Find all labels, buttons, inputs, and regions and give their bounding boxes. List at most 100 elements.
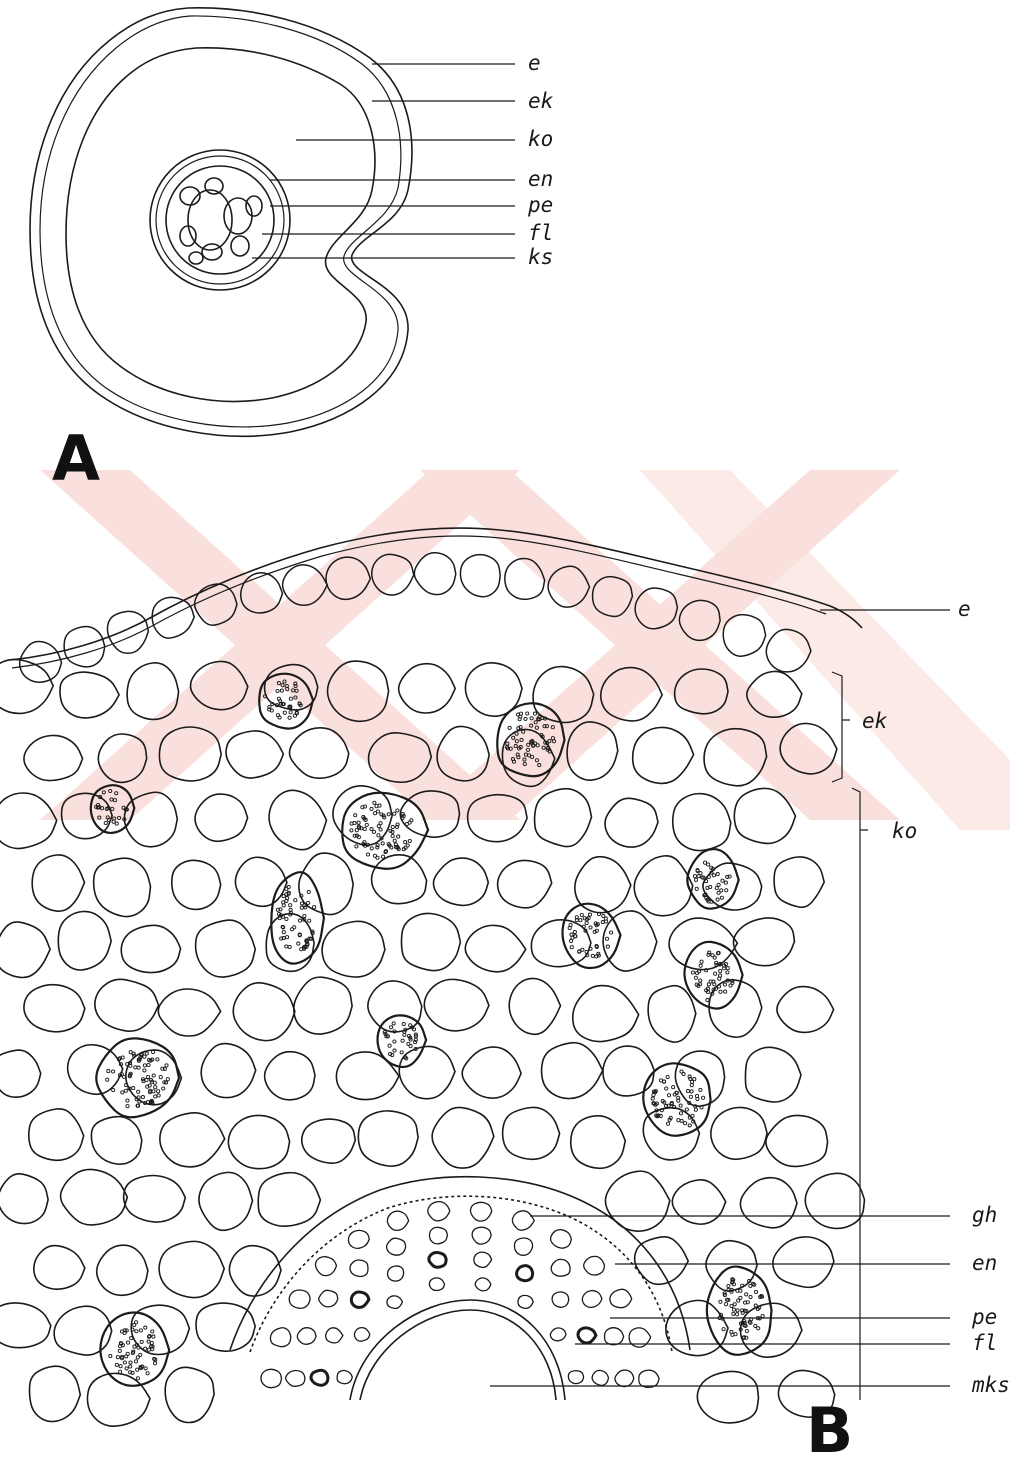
stele-cell bbox=[472, 1227, 491, 1244]
inclusion-dot bbox=[652, 1093, 655, 1096]
stele-cell bbox=[326, 1328, 343, 1343]
inclusion-dot bbox=[126, 1099, 129, 1102]
inclusion-dot bbox=[154, 1095, 157, 1098]
inclusion-dot bbox=[410, 819, 413, 822]
cortex-cell bbox=[666, 1300, 728, 1355]
inclusion-dot bbox=[724, 990, 727, 993]
inclusion-dot bbox=[136, 1368, 139, 1371]
inclusion-dot bbox=[381, 855, 384, 858]
inclusion-dot bbox=[714, 972, 717, 975]
inclusion-dot bbox=[570, 939, 573, 942]
cortex-cell bbox=[68, 1045, 123, 1095]
stele-cell bbox=[582, 1291, 602, 1308]
inclusion-dot bbox=[689, 1095, 692, 1098]
inclusion-dot bbox=[289, 904, 292, 907]
xylem-cell bbox=[351, 1292, 369, 1307]
inclusion-dot bbox=[119, 1370, 122, 1373]
inclusion-dot bbox=[115, 1363, 118, 1366]
cortex-cell bbox=[165, 1367, 214, 1422]
inclusion-dot bbox=[126, 1105, 129, 1108]
inclusion-dot bbox=[137, 1090, 140, 1093]
cortex-cell bbox=[201, 1044, 255, 1098]
panel-a-label-ko: ko bbox=[528, 127, 553, 151]
inclusion-dot bbox=[731, 981, 734, 984]
cortex-cell bbox=[0, 793, 57, 849]
cortex-cell bbox=[121, 925, 180, 972]
inclusion-dot bbox=[688, 1124, 691, 1127]
inclusion-dot bbox=[391, 825, 394, 828]
inclusion-dot bbox=[695, 887, 698, 890]
inclusion-dot bbox=[129, 1361, 132, 1364]
inclusion-dot bbox=[135, 1321, 138, 1324]
inclusion-dot bbox=[690, 1090, 693, 1093]
stele-cell bbox=[270, 1328, 290, 1347]
cortex-cell bbox=[32, 855, 84, 911]
inclusion-dot bbox=[691, 1114, 694, 1117]
epidermal-cell bbox=[152, 597, 194, 638]
cortex-cell bbox=[226, 731, 283, 778]
inclusion-dot bbox=[282, 904, 285, 907]
inclusion-dot bbox=[152, 1335, 155, 1338]
cortex-cell bbox=[302, 1119, 356, 1163]
cortex-cell bbox=[228, 1115, 289, 1168]
inclusion-dot bbox=[144, 1367, 147, 1370]
inclusion-dot bbox=[109, 1355, 112, 1358]
inclusion-dot bbox=[680, 1119, 683, 1122]
panel-a-letter: A bbox=[52, 422, 100, 495]
inclusion-dot bbox=[153, 1362, 156, 1365]
inclusion-dot bbox=[732, 1312, 735, 1315]
cortex-cell bbox=[95, 979, 159, 1031]
inclusion-dot bbox=[370, 847, 373, 850]
inclusion-dot bbox=[606, 945, 609, 948]
inclusion-dot bbox=[737, 1299, 740, 1302]
inclusion-dot bbox=[591, 954, 594, 957]
cortex-cell bbox=[294, 977, 352, 1034]
inclusion-dot bbox=[666, 1075, 669, 1078]
cortex-cell bbox=[0, 922, 50, 978]
cortex-cell bbox=[399, 664, 456, 713]
inclusion-dot bbox=[699, 872, 702, 875]
inclusion-dot bbox=[147, 1063, 150, 1066]
cortex-cell bbox=[61, 1169, 128, 1224]
stele-cell bbox=[429, 1227, 447, 1244]
cortex-cell bbox=[372, 855, 427, 904]
inclusion-dot bbox=[686, 1090, 689, 1093]
cortex-cell bbox=[196, 920, 256, 977]
panel-a-label-fl: fl bbox=[528, 221, 553, 245]
inclusion-dot bbox=[589, 926, 592, 929]
inclusion-dot bbox=[374, 812, 377, 815]
inclusion-dot bbox=[373, 801, 376, 804]
stele-cell bbox=[551, 1259, 570, 1276]
inclusion-dot bbox=[350, 829, 353, 832]
cortex-cell bbox=[675, 1051, 724, 1106]
inclusion-dot bbox=[691, 971, 694, 974]
inclusion-dot bbox=[690, 1084, 693, 1087]
inclusion-dot bbox=[143, 1064, 146, 1067]
inclusion-dot bbox=[150, 1341, 153, 1344]
inclusion-dot bbox=[104, 821, 107, 824]
inclusion-dot bbox=[665, 1087, 668, 1090]
inclusion-dot bbox=[353, 834, 356, 837]
inclusion-dot bbox=[379, 828, 382, 831]
cortex-cell bbox=[774, 857, 824, 907]
panel-a-label-pe: pe bbox=[527, 193, 553, 217]
inclusion-dot bbox=[157, 1094, 160, 1097]
inclusion-dot bbox=[754, 1324, 757, 1327]
inclusion-dot bbox=[145, 1052, 148, 1055]
inclusion-dot bbox=[140, 1340, 143, 1343]
cortex-cell bbox=[94, 858, 151, 916]
stele-cell bbox=[354, 1328, 369, 1342]
inclusion-dot bbox=[119, 1365, 122, 1368]
stele-cell bbox=[514, 1238, 532, 1255]
panel-a-label-ek: ek bbox=[528, 89, 554, 113]
inclusion-dot bbox=[749, 1284, 752, 1287]
inclusion-dot bbox=[370, 807, 373, 810]
cortex-cell bbox=[603, 911, 657, 971]
inclusion-dot bbox=[568, 926, 571, 929]
inclusion-dot bbox=[147, 1340, 150, 1343]
inclusion-dot bbox=[144, 1326, 147, 1329]
inclusion-dot bbox=[106, 1078, 109, 1081]
xylem-cell bbox=[311, 1370, 328, 1385]
cortex-cell bbox=[777, 987, 834, 1033]
panel-a-endodermis bbox=[150, 150, 290, 290]
